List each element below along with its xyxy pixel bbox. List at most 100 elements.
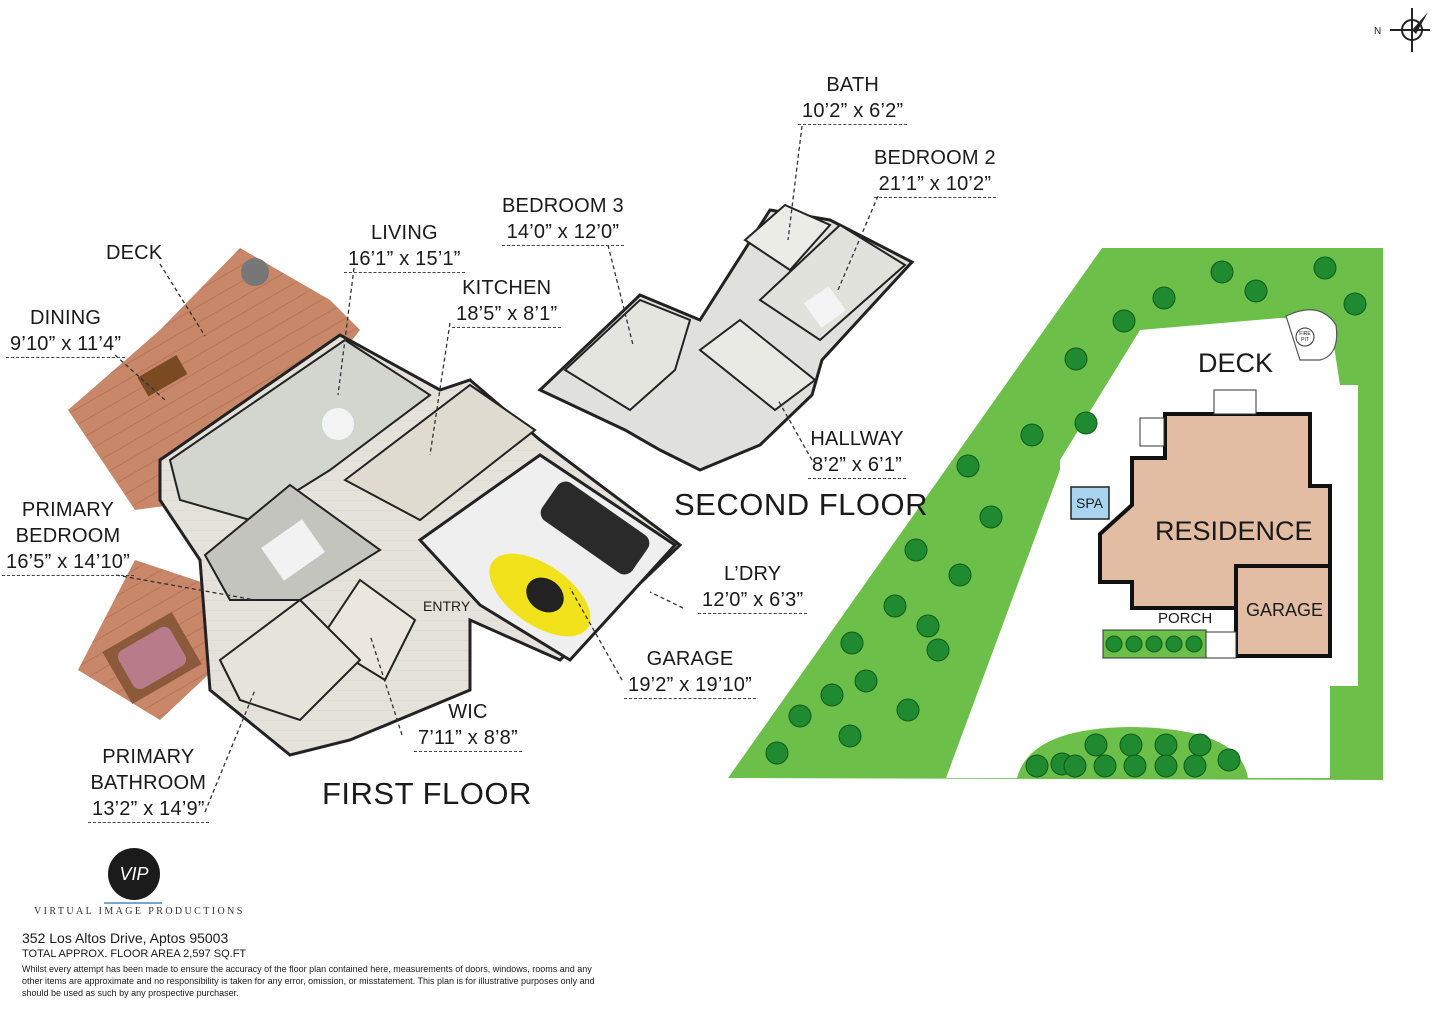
bed2 (804, 286, 846, 328)
label-dining: DINING 9’10” x 11’4” (6, 305, 126, 358)
garage-floor (417, 453, 678, 662)
deck-wood (68, 248, 360, 510)
tree (956, 454, 980, 478)
label-wic: WIC 7’11” x 8’8” (414, 699, 522, 752)
hallway-room (698, 318, 817, 412)
tree (1093, 754, 1117, 778)
fire-pit-site (1295, 327, 1315, 347)
label-primary-bedroom-name2: BEDROOM (15, 525, 121, 547)
bed (261, 519, 325, 581)
label-primary-bathroom-dims: 13’2” x 14’9” (88, 796, 209, 823)
side-stairs (1139, 417, 1165, 447)
tree (1105, 635, 1123, 653)
logo-underline (104, 902, 162, 904)
tree (1210, 260, 1234, 284)
brand-name: VIRTUAL IMAGE PRODUCTIONS (34, 906, 245, 917)
disclaimer: Whilst every attempt has been made to en… (22, 964, 595, 998)
site-spa-label: SPA (1076, 495, 1103, 511)
tree (1152, 286, 1176, 310)
tree (948, 563, 972, 587)
label-bedroom2-name: BEDROOM 2 (874, 147, 996, 169)
kitchen (343, 383, 537, 522)
tree (883, 594, 907, 618)
label-kitchen-name: KITCHEN (462, 277, 552, 299)
tree (1020, 423, 1044, 447)
label-laundry-dims: 12’0” x 6’3” (698, 587, 808, 614)
tree (1313, 256, 1337, 280)
tree (1217, 748, 1241, 772)
site-residence-label: RESIDENCE (1155, 516, 1313, 546)
hot-tub-water (117, 626, 187, 690)
label-laundry-name: L’DRY (724, 563, 782, 585)
label-primary-bathroom-name1: PRIMARY (102, 746, 195, 768)
label-bath-dims: 10’2” x 6’2” (798, 98, 908, 125)
dining-table (137, 354, 188, 397)
label-primary-bathroom-name2: BATHROOM (90, 772, 207, 794)
tree (788, 704, 812, 728)
wic-room (318, 578, 417, 682)
label-dining-name: DINING (29, 307, 102, 329)
tree (1165, 635, 1183, 653)
tree (1145, 635, 1163, 653)
property-address: 352 Los Altos Drive, Aptos 95003 (22, 930, 229, 946)
label-wic-dims: 7’11” x 8’8” (414, 725, 522, 752)
tree (1343, 292, 1367, 316)
primary-bathroom (218, 598, 362, 722)
tree (1154, 733, 1178, 757)
residence (1098, 412, 1332, 610)
tree (1074, 411, 1098, 435)
label-hallway: HALLWAY 8’2” x 6’1” (808, 426, 907, 479)
site-garage (1234, 564, 1332, 658)
tree (1025, 754, 1049, 778)
label-laundry: L’DRY 12’0” x 6’3” (698, 561, 808, 614)
label-bedroom3-dims: 14’0” x 12’0” (502, 219, 624, 246)
tree (1064, 347, 1088, 371)
label-primary-bedroom: PRIMARY BEDROOM 16’5” x 14’10” (2, 497, 134, 576)
label-living: LIVING 16’1” x 15’1” (344, 220, 465, 273)
leader-lines (114, 125, 879, 813)
label-bedroom2-dims: 21’1” x 10’2” (874, 171, 996, 198)
compass-icon: N (1372, 6, 1434, 56)
yellow-car (489, 553, 591, 637)
first-floor-title: FIRST FLOOR (322, 776, 532, 811)
trees (765, 256, 1367, 778)
deck-stairs (1213, 389, 1257, 415)
site-deck-label: DECK (1198, 348, 1274, 378)
total-floor-area: TOTAL APPROX. FLOOR AREA 2,597 SQ.FT (22, 948, 247, 960)
second-floor-title: SECOND FLOOR (674, 487, 929, 522)
tree (1125, 635, 1143, 653)
bedroom3-room (563, 298, 692, 412)
first-floor-plan (68, 248, 683, 757)
vip-logo: VIP (108, 848, 160, 900)
bedroom2-room (758, 223, 907, 342)
bath-room (743, 203, 832, 272)
label-living-name: LIVING (370, 222, 438, 244)
black-suv (540, 481, 650, 575)
tree (854, 669, 878, 693)
label-bedroom3: BEDROOM 3 14’0” x 12’0” (502, 193, 624, 246)
label-bath: BATH 10’2” x 6’2” (798, 72, 908, 125)
compass-north-label: N (1374, 26, 1382, 37)
label-bath-name: BATH (826, 74, 879, 96)
tree (840, 631, 864, 655)
spa-box (1070, 486, 1110, 520)
tree (926, 638, 950, 662)
site-plan (728, 248, 1383, 780)
living-table (322, 408, 354, 440)
label-hallway-dims: 8’2” x 6’1” (808, 452, 907, 479)
label-deck-name: DECK (106, 242, 163, 264)
tree (1183, 754, 1207, 778)
label-living-dims: 16’1” x 15’1” (344, 246, 465, 273)
label-primary-bedroom-dims: 16’5” x 14’10” (2, 549, 134, 576)
site-porch-label: PORCH (1158, 610, 1213, 627)
label-hallway-name: HALLWAY (810, 428, 904, 450)
label-bedroom2: BEDROOM 2 21’1” x 10’2” (874, 145, 996, 198)
tree (979, 505, 1003, 529)
tree (1154, 754, 1178, 778)
label-deck: DECK (106, 240, 162, 266)
label-garage-dims: 19’2” x 19’10” (624, 672, 756, 699)
label-kitchen-dims: 18’5” x 8’1” (452, 301, 562, 328)
tree (1119, 733, 1143, 757)
tree (1112, 309, 1136, 333)
fire-pit (241, 258, 269, 286)
